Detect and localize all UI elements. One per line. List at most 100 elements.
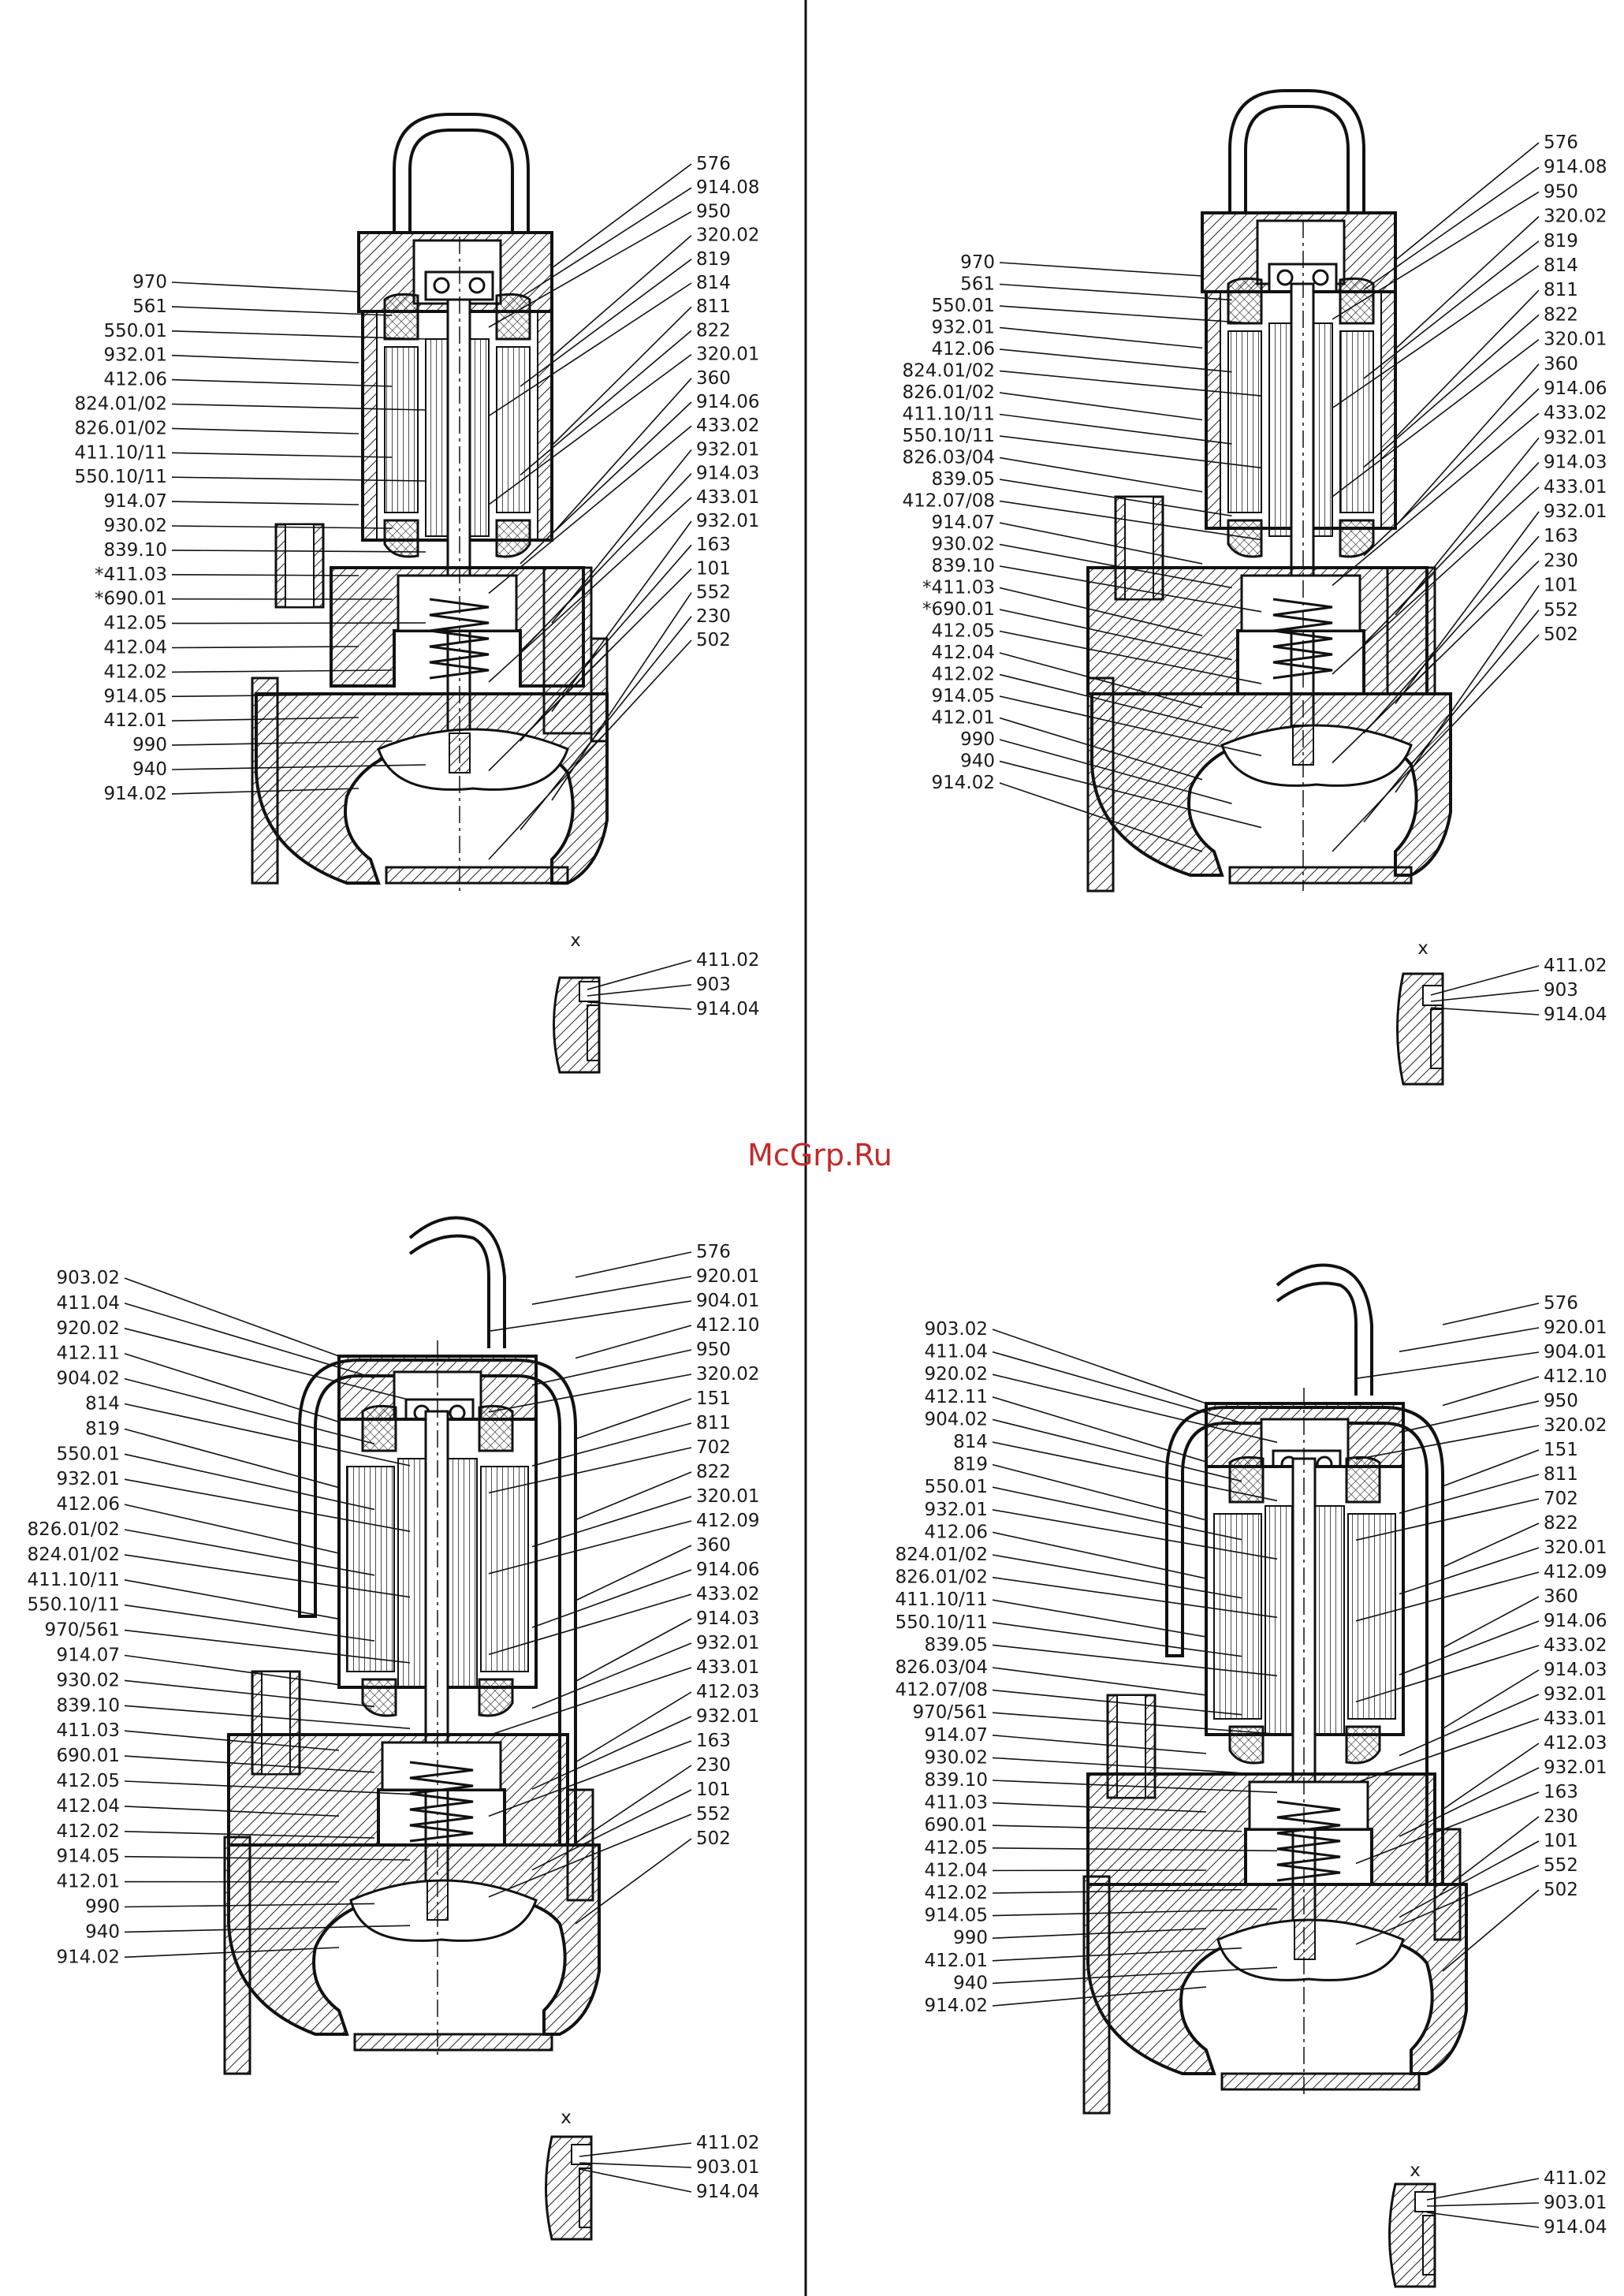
part-number-label: 903: [1544, 980, 1578, 1001]
leader-line: [531, 1642, 692, 1709]
part-number-label: 433.01: [696, 487, 759, 508]
part-number-label: 433.02: [1544, 1635, 1607, 1656]
leader-line: [1363, 462, 1540, 646]
leader-line: [999, 283, 1232, 301]
part-number-label: 904.02: [57, 1369, 120, 1389]
part-number-label: 320.02: [696, 1364, 759, 1385]
leader-line: [992, 1888, 1242, 1894]
detail-x-4: [1388, 2182, 1436, 2288]
part-number-label: 950: [1544, 181, 1578, 202]
part-number-label: 320.01: [696, 345, 759, 365]
part-number-label: 552: [1544, 1855, 1578, 1876]
part-number-label: 932.01: [104, 345, 167, 366]
part-number-label: 411.10/11: [28, 1570, 121, 1590]
part-number-label: 950: [1544, 1391, 1578, 1411]
leader-line: [1442, 1816, 1540, 1892]
leader-line: [999, 760, 1262, 829]
leader-line: [579, 2168, 692, 2193]
part-number-label: 814: [953, 1432, 988, 1452]
leader-line: [992, 1847, 1278, 1852]
leader-line: [1355, 1351, 1540, 1380]
stator-winding-left: [384, 346, 419, 513]
part-number-label: *411.03: [922, 578, 995, 598]
part-number-label: 914.04: [696, 2182, 759, 2202]
leader-line: [992, 1576, 1278, 1619]
part-number-label: 320.02: [696, 226, 759, 246]
part-number-label: 826.01/02: [896, 1567, 989, 1588]
part-number-label: 914.05: [932, 686, 995, 706]
leader-line: [124, 1352, 340, 1423]
stator-winding-left: [1227, 330, 1262, 513]
part-number-label: 826.01/02: [903, 382, 996, 403]
leader-line: [575, 1325, 692, 1359]
leader-line: [124, 1780, 411, 1795]
part-number-label: 932.01: [925, 1500, 988, 1520]
part-number-label: 990: [960, 729, 995, 750]
part-number-label: 502: [1544, 1880, 1578, 1900]
part-number-label: 550.01: [932, 296, 995, 316]
leader-line: [520, 330, 692, 476]
part-number-label: 702: [696, 1437, 731, 1458]
suction-flange: [385, 866, 569, 885]
part-number-label: 903: [696, 975, 731, 995]
part-number-label: 914.04: [696, 999, 759, 1019]
leader-line: [488, 1740, 692, 1817]
detail-x-1: [553, 976, 601, 1074]
leader-line: [1355, 1865, 1540, 1945]
leader-line: [171, 622, 426, 624]
leader-line: [992, 1689, 1242, 1716]
detail-marker: x: [1410, 2160, 1421, 2181]
part-number-label: 932.01: [696, 439, 759, 460]
leader-line: [1355, 1571, 1540, 1622]
part-number-label: 824.01/02: [28, 1545, 121, 1565]
leader-line: [1355, 1425, 1540, 1460]
part-number-label: 930.02: [925, 1747, 988, 1768]
part-number-label: 940: [132, 759, 167, 780]
detail-x-2: [1396, 972, 1444, 1086]
leader-line: [1355, 1718, 1540, 1784]
part-number-label: 360: [1544, 354, 1578, 375]
part-number-label: 822: [1544, 304, 1578, 325]
part-number-label: 970/561: [912, 1702, 988, 1723]
part-number-label: 163: [1544, 1782, 1578, 1802]
leader-line: [124, 1303, 375, 1379]
leader-line: [999, 609, 1232, 661]
part-number-label: 151: [696, 1388, 731, 1409]
leader-line: [171, 354, 359, 363]
part-number-label: 576: [1544, 1293, 1578, 1314]
part-number-label: 811: [1544, 1464, 1578, 1485]
part-number-label: 412.11: [925, 1387, 988, 1407]
part-number-label: 930.02: [104, 516, 167, 536]
leader-line: [1355, 1498, 1540, 1541]
pump-drawing-2: [1086, 89, 1452, 893]
part-number-label: 412.02: [932, 665, 995, 685]
part-number-label: 412.10: [1544, 1366, 1607, 1387]
leader-line: [488, 568, 692, 772]
part-number-label: 550.10/11: [28, 1595, 121, 1616]
leader-line: [171, 525, 393, 529]
part-number-label: 822: [1544, 1513, 1578, 1534]
leader-line: [1399, 1840, 1540, 1918]
leader-line: [992, 1667, 1207, 1696]
leader-line: [999, 543, 1232, 589]
mechanical-seal-spring: [1272, 598, 1333, 680]
leader-line: [1399, 1474, 1540, 1514]
leader-line: [992, 1509, 1278, 1560]
part-number-label: 412.06: [57, 1494, 120, 1515]
leader-line: [1395, 363, 1540, 527]
detail-x-3: [545, 2135, 593, 2241]
part-number-label: 990: [953, 1928, 988, 1948]
leader-line: [1442, 1889, 1540, 1972]
part-number-label: 932.01: [696, 1633, 759, 1653]
part-number-label: 412.10: [696, 1315, 759, 1336]
part-number-label: 920.01: [1544, 1318, 1607, 1338]
leader-line: [992, 1441, 1278, 1502]
part-number-label: 360: [696, 1535, 731, 1556]
part-number-label: 576: [696, 1242, 731, 1262]
leader-line: [124, 1579, 340, 1620]
leader-line: [1363, 314, 1540, 468]
leader-line: [124, 1755, 375, 1773]
part-number-label: 411.02: [1544, 2168, 1607, 2189]
part-number-label: 914.07: [104, 491, 167, 512]
leader-line: [1395, 216, 1540, 350]
